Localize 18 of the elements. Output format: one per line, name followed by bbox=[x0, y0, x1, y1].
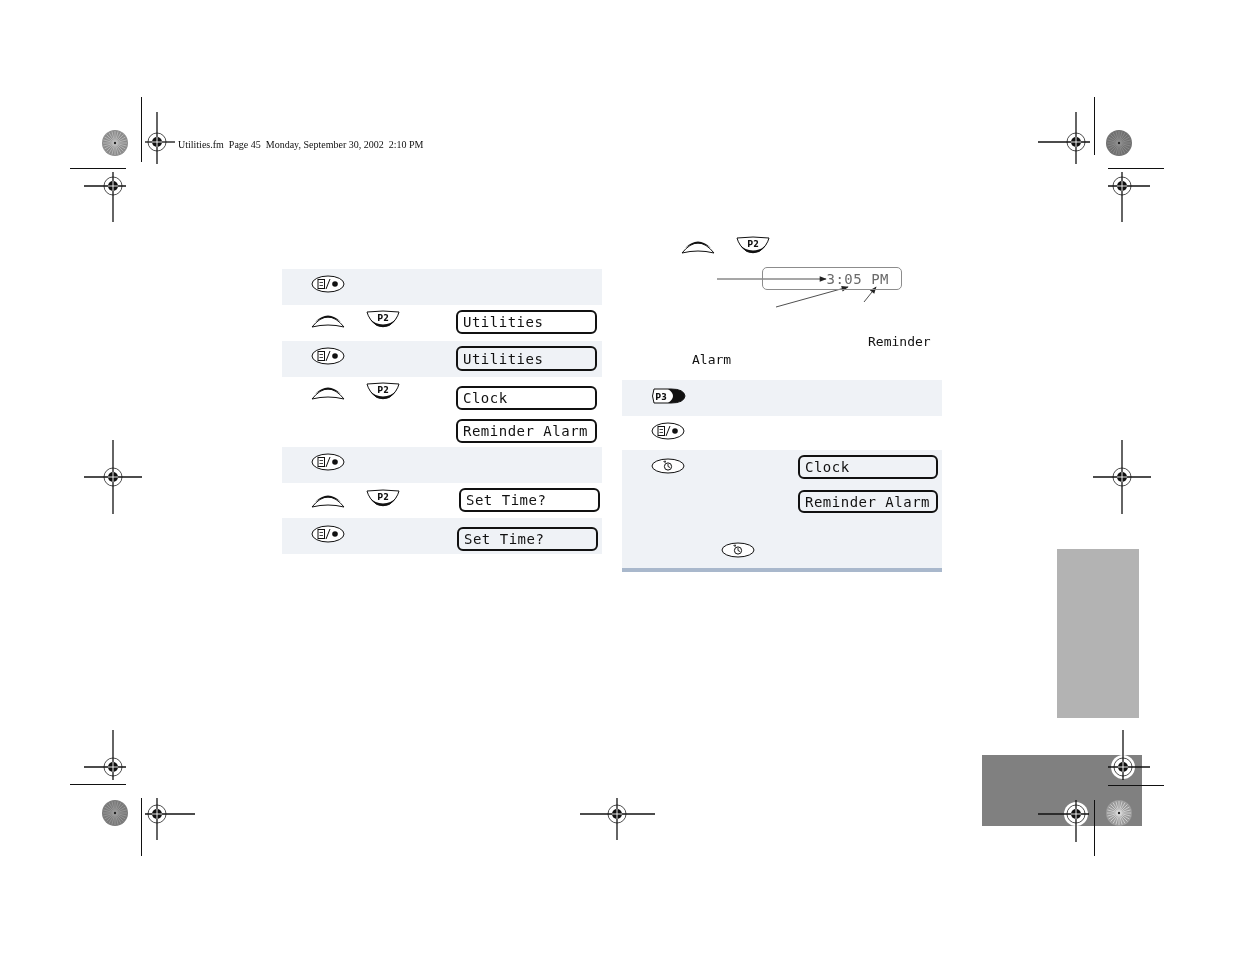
lcd-display: Clock bbox=[456, 386, 597, 410]
programmable-key-icon: P3 bbox=[651, 387, 685, 405]
lcd-display: Clock bbox=[798, 455, 938, 479]
programmable-key-icon: P2 bbox=[366, 310, 400, 328]
lcd-display: Reminder Alarm bbox=[798, 490, 938, 513]
print-slug-text: Utilities.fm Page 45 Monday, September 30, 2002 2:10 PM bbox=[178, 139, 424, 151]
lcd-display: 3:05 PM bbox=[762, 267, 902, 290]
lcd-display: Set Time? bbox=[457, 527, 598, 551]
lcd-display: Set Time? bbox=[459, 488, 600, 512]
programmable-key-icon: P2 bbox=[736, 236, 770, 254]
body-text: Reminder bbox=[868, 334, 931, 350]
lcd-display: Reminder Alarm bbox=[456, 419, 597, 443]
programmable-key-icon: P2 bbox=[366, 382, 400, 400]
lcd-display: Utilities bbox=[456, 346, 597, 371]
lcd-display: Utilities bbox=[456, 310, 597, 334]
body-text: Alarm bbox=[692, 352, 732, 368]
section-tab bbox=[1057, 549, 1139, 718]
programmable-key-icon: P2 bbox=[366, 489, 400, 507]
